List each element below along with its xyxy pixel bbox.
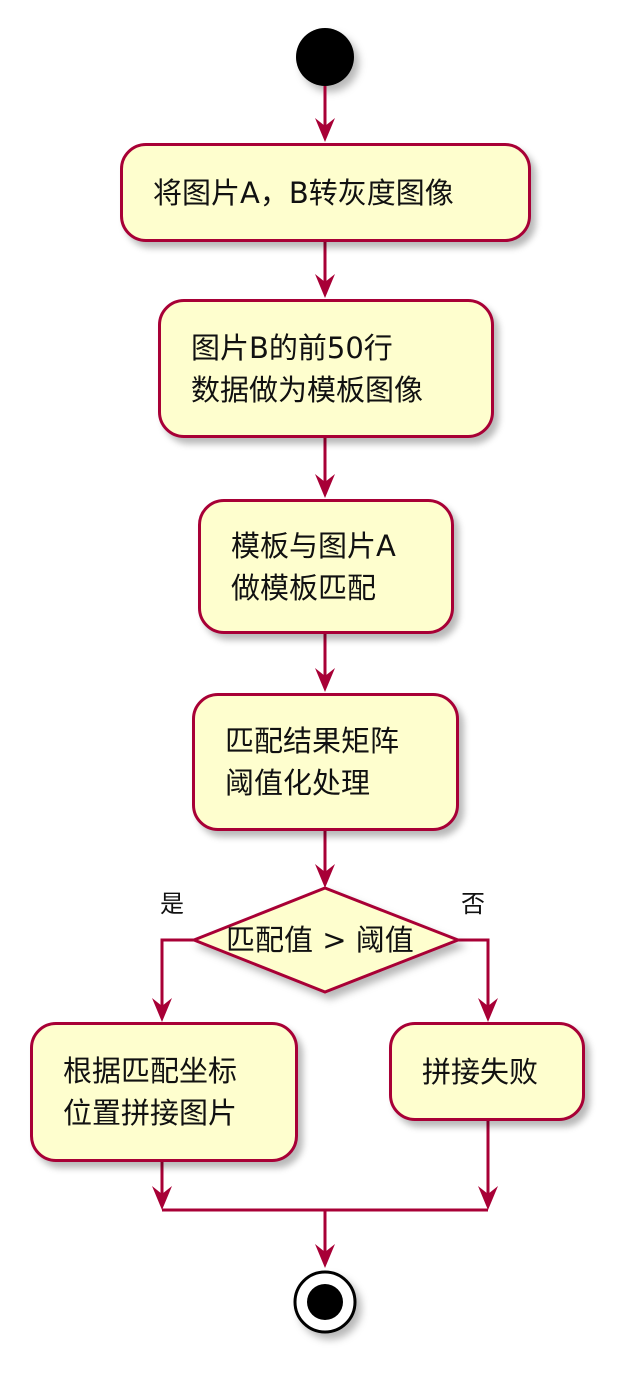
step-1-box: 将图片A，B转灰度图像 — [120, 143, 531, 242]
connector-yes-branch — [160, 938, 194, 1016]
arrow-head — [478, 998, 498, 1022]
step-4-box: 匹配结果矩阵 阈值化处理 — [192, 693, 459, 831]
connector-no-branch — [458, 938, 490, 1016]
arrow-head — [478, 1186, 498, 1210]
no-outcome-box: 拼接失败 — [389, 1022, 585, 1121]
step-3-box: 模板与图片A 做模板匹配 — [198, 499, 454, 634]
decision-diamond — [189, 886, 463, 994]
step-2-line-1: 图片B的前50行 — [191, 330, 393, 365]
arrow-heads — [152, 118, 498, 1268]
arrow-head — [152, 1186, 172, 1210]
step-3-line-2: 做模板匹配 — [231, 570, 377, 605]
start-node — [296, 28, 354, 86]
decision-condition: 匹配值 > 阈值 — [226, 923, 414, 957]
no-branch-label: 否 — [461, 890, 485, 918]
arrow-head — [315, 118, 335, 142]
arrow-head — [315, 274, 335, 298]
end-node — [293, 1270, 357, 1334]
step-2-line-2: 数据做为模板图像 — [191, 372, 424, 407]
yes-outcome-box: 根据匹配坐标 位置拼接图片 — [30, 1022, 298, 1162]
no-outcome-line-1: 拼接失败 — [422, 1054, 539, 1089]
step-1-line-1: 将图片A，B转灰度图像 — [153, 175, 454, 210]
arrow-head — [315, 1244, 335, 1268]
step-4-line-2: 阈值化处理 — [225, 766, 371, 800]
step-3-line-1: 模板与图片A — [231, 528, 396, 563]
yes-branch-label: 是 — [160, 890, 184, 918]
arrow-head — [152, 998, 172, 1022]
arrow-head — [315, 474, 335, 498]
arrow-head — [315, 864, 335, 888]
step-2-box: 图片B的前50行 数据做为模板图像 — [158, 299, 494, 438]
yes-outcome-line-1: 根据匹配坐标 — [63, 1054, 238, 1088]
step-4-line-1: 匹配结果矩阵 — [225, 724, 400, 758]
arrow-head — [315, 668, 335, 692]
yes-outcome-line-2: 位置拼接图片 — [63, 1096, 238, 1130]
